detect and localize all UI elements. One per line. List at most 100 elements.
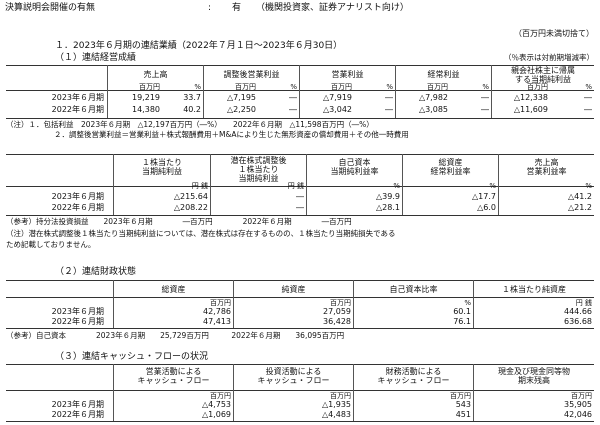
unit: 百万円 [210,392,231,400]
value-cell: △1,069 [201,410,231,419]
row-label: 2022年６月期 [51,410,104,419]
header-equity-ratio: 自己資本比率 [389,284,438,294]
value-cell: ― [289,93,297,102]
unit: 百万円 [427,83,448,91]
value-cell: △7,982 [418,93,448,102]
value-cell: △17.7 [472,192,496,201]
value-cell: 47,413 [203,317,231,326]
value-cell: △39.9 [376,192,400,201]
value-cell: △12,338 [513,93,548,102]
row-label: 2022年６月期 [51,317,104,326]
value-cell: 76.1 [453,317,471,326]
unit: % [386,83,393,91]
header-net-assets: 純資産 [281,284,306,294]
unit: 百万円 [235,83,256,91]
sub1-title: （１）連結経営成績 [55,53,137,63]
value-cell: △4,753 [201,400,231,409]
row-label: 2023年６月期 [51,192,104,201]
header-ordinary-profit: 経常利益 [427,70,460,79]
unit: % [489,182,496,190]
value-cell: △7,919 [322,93,352,102]
section2-title: （２）連結財政状態 [55,267,137,277]
unit: % [290,83,297,91]
value-cell: ― [385,93,393,102]
header-adjusted-operating-profit: 調整後営業利益 [223,70,280,79]
row-label: 2023年６月期 [51,400,104,409]
value-cell: 14,380 [132,105,160,114]
header-roa: 総資産 経常利益率 [430,157,471,176]
value-cell: △21.2 [568,203,592,212]
value-cell: △6.0 [477,203,496,212]
section1-title: １．2023年６月期の連結業績（2022年７月１日～2023年６月30日） [55,41,343,51]
value-cell: ― [296,203,304,212]
header-financing-cf: 財務活動による キャッシュ・フロー [377,367,450,385]
value-cell: 42,046 [564,410,592,419]
value-cell: △2,250 [226,105,256,114]
unit: % [464,299,471,307]
briefing-note: （機関投資家、証券アナリスト向け） [256,3,409,13]
value-cell: ― [289,105,297,114]
value-cell: △28.1 [376,203,400,212]
own-capital-ref: （参考）自己資本 2023年６月期 25,729百万円 2022年６月期 36,… [6,331,345,340]
unit: 円 銭 [191,182,208,190]
value-cell: 451 [455,410,471,419]
row-label: 2022年６月期 [51,105,104,114]
header-diluted-eps: 潜在株式調整後 １株当たり 当期純利益 [230,156,287,183]
section3-title: （３）連結キャッシュ・フローの状況 [55,352,209,362]
unit: % [194,83,201,91]
unit: 円 銭 [287,182,304,190]
footnote-comprehensive-income: （注）１．包括利益 2023年６月期 △12,197百万円（―%） 2022年６… [6,120,374,129]
unit: 百万円 [571,392,592,400]
unit: 百万円 [331,83,352,91]
header-roe: 自己資本 当期純利益率 [330,157,379,176]
briefing-value: 有 [232,3,242,13]
unit: 百万円 [330,299,351,307]
value-cell: △11,609 [513,105,548,114]
value-cell: △208.22 [173,203,208,212]
unit: 百万円 [330,392,351,400]
value-cell: △1,935 [321,400,351,409]
equity-method-ref: （参考）持分法投資損益 2023年６月期 ―百万円 2022年６月期 ―百万円 [6,217,352,226]
rounding-note: （百万円未満切捨て） [514,29,594,38]
header-sales: 売上高 [143,70,168,79]
sub1-note: （％表示は対前期増減率） [504,53,594,62]
value-cell: ― [385,105,393,114]
value-cell: 35,905 [564,400,592,409]
value-cell: ― [296,192,304,201]
value-cell: 60.1 [453,307,471,316]
value-cell: 543 [455,400,471,409]
unit: % [482,83,489,91]
header-operating-margin: 売上高 営業利益率 [526,157,567,176]
value-cell: 19,219 [132,93,160,102]
diluted-note-line1: （注）潜在株式調整後１株当たり当期純利益については、潜在株式は存在するものの、１… [6,229,396,238]
value-cell: 42,786 [203,307,231,316]
value-cell: ― [584,105,592,114]
briefing-colon: : [208,3,212,13]
footnote-adjusted-definition: ２．調整後営業利益＝営業利益＋株式報酬費用＋M&Aにより生じた無形資産の償却費用… [54,130,409,139]
value-cell: △3,042 [322,105,352,114]
header-investing-cf: 投資活動による キャッシュ・フロー [257,367,330,385]
unit: 百万円 [527,83,548,91]
value-cell: △7,195 [226,93,256,102]
value-cell: △41.2 [568,192,592,201]
value-cell: 40.2 [183,105,201,114]
header-operating-profit: 営業利益 [331,70,364,79]
header-total-assets: 総資産 [161,284,186,294]
row-label: 2023年６月期 [51,307,104,316]
header-cash-balance: 現金及び現金同等物 期末残高 [498,367,570,385]
unit: % [585,182,592,190]
row-label: 2022年６月期 [51,203,104,212]
unit: 円 銭 [575,299,592,307]
diluted-note-line2: ため記載しておりません。 [6,240,96,249]
value-cell: 27,059 [323,307,351,316]
header-operating-cf: 営業活動による キャッシュ・フロー [137,367,210,385]
value-cell: 33.7 [183,93,201,102]
unit: 百万円 [450,392,471,400]
value-cell: 36,428 [323,317,351,326]
value-cell: 636.68 [564,317,592,326]
row-label: 2023年６月期 [51,93,104,102]
unit: % [393,182,400,190]
briefing-label: 決算説明会開催の有無 [5,3,96,13]
unit: % [585,83,592,91]
header-net-income-parent: 親会社株主に帰属 する当期純利益 [511,66,575,84]
